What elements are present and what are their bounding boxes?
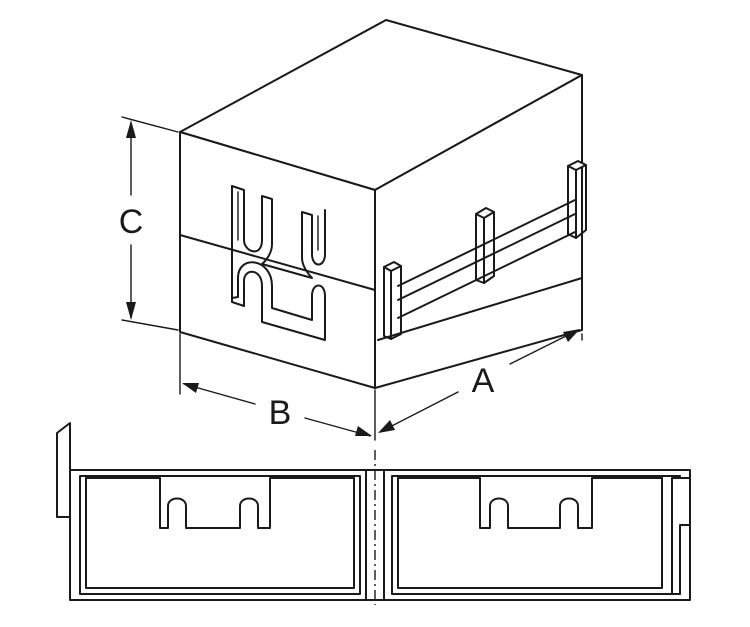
dimension-c: C	[119, 116, 179, 331]
block-right-face	[374, 74, 583, 389]
fuse-block-section-view	[56, 422, 691, 605]
dimension-a: A	[378, 329, 583, 433]
section-left-half	[69, 469, 367, 601]
right-clip-tab	[671, 477, 691, 595]
left-clip-tab	[56, 422, 71, 518]
left-contact-profile	[85, 477, 355, 529]
side-rail	[383, 160, 587, 340]
fuse-block-isometric: C B A	[119, 19, 587, 441]
section-right-half	[383, 469, 691, 601]
dimension-label-b: B	[269, 394, 292, 432]
front-split-line	[179, 234, 376, 291]
dimension-b: B	[179, 333, 376, 441]
right-base-line	[377, 277, 583, 341]
terminal-slot	[231, 185, 326, 341]
dimension-label-a: A	[472, 362, 495, 400]
dimension-label-c: C	[119, 203, 144, 241]
right-contact-profile	[397, 477, 663, 529]
